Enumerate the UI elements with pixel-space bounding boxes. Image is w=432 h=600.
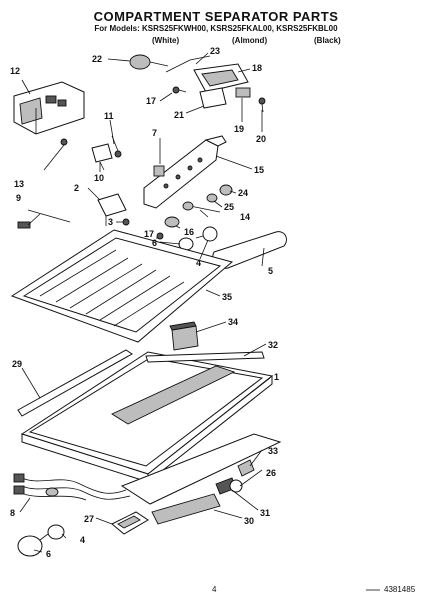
document-number: 4381485 — [384, 585, 416, 594]
callout-21: 21 — [174, 110, 185, 120]
part-17-screw-mid — [156, 232, 164, 240]
callout-20: 20 — [256, 134, 267, 144]
callout-27: 27 — [84, 514, 95, 524]
part-20-screw — [258, 97, 266, 113]
callout-24: 24 — [238, 188, 249, 198]
callout-12: 12 — [10, 66, 21, 76]
part-35-drip-tray — [10, 229, 234, 343]
callout-23: 23 — [210, 46, 221, 56]
callout-5: 5 — [268, 266, 274, 276]
part-33-clip — [237, 459, 255, 477]
callout-25: 25 — [224, 202, 235, 212]
callout-6-bottom: 6 — [46, 549, 52, 559]
part-22-bulb — [129, 54, 169, 70]
variant-black: (Black) — [314, 36, 341, 45]
part-6-bulb-bottom — [17, 535, 43, 557]
callout-26: 26 — [266, 468, 277, 478]
callout-10: 10 — [94, 173, 105, 183]
part-14-shaft — [182, 201, 221, 213]
callout-30: 30 — [244, 516, 255, 526]
part-32-strip — [145, 351, 265, 363]
diagram-title: COMPARTMENT SEPARATOR PARTS — [93, 9, 339, 24]
part-15-control-strip — [143, 135, 227, 209]
callout-7: 7 — [152, 128, 158, 138]
callout-34: 34 — [228, 317, 239, 327]
part-4-bulb-mid — [195, 226, 218, 242]
callout-6-mid: 6 — [152, 238, 158, 248]
part-27-socket — [111, 511, 149, 535]
part-24-knob — [219, 184, 233, 196]
callout-32: 32 — [268, 340, 279, 350]
part-3-screw — [116, 218, 130, 226]
callout-9: 9 — [16, 193, 22, 203]
callout-19: 19 — [234, 124, 245, 134]
callout-29: 29 — [12, 359, 23, 369]
callout-33: 33 — [268, 446, 279, 456]
callout-4-mid: 4 — [196, 258, 202, 268]
callout-2: 2 — [74, 183, 80, 193]
part-13-screw — [43, 138, 68, 171]
part-17-screw-top — [172, 86, 187, 94]
part-19-insert — [235, 87, 251, 98]
callout-31: 31 — [260, 508, 271, 518]
part-12-control-box — [13, 81, 85, 135]
part-26-bulb — [229, 479, 243, 493]
page-number: 4 — [212, 585, 217, 594]
part-30-bottom-pan — [120, 433, 282, 525]
callout-4-bottom: 4 — [80, 535, 86, 545]
part-4-bulb-bottom — [39, 524, 65, 541]
callout-1: 1 — [274, 372, 280, 382]
callout-16: 16 — [184, 227, 195, 237]
callout-11: 11 — [104, 111, 114, 121]
leader-lines — [19, 52, 271, 553]
part-8-wire-harness — [13, 473, 131, 501]
part-7-clip — [153, 165, 165, 177]
callout-3: 3 — [108, 217, 114, 227]
part-34-block — [169, 321, 199, 351]
variant-almond: (Almond) — [232, 36, 268, 45]
part-2-bracket — [97, 193, 127, 226]
part-21-housing — [193, 63, 249, 109]
part-10-switch — [91, 143, 113, 171]
callout-14: 14 — [240, 212, 251, 222]
part-29-strip — [17, 349, 133, 417]
model-list: For Models: KSRS25FKWH00, KSRS25FKAL00, … — [94, 24, 338, 33]
part-25-knob — [206, 193, 218, 203]
callout-8: 8 — [10, 508, 16, 518]
part-1-separator-frame — [20, 351, 274, 484]
callout-18: 18 — [252, 63, 263, 73]
callout-35: 35 — [222, 292, 233, 302]
callout-15: 15 — [254, 165, 265, 175]
part-16-knob — [164, 216, 180, 228]
variant-white: (White) — [152, 36, 180, 45]
callout-17-mid: 17 — [144, 229, 155, 239]
callout-22: 22 — [92, 54, 103, 64]
callout-17-top: 17 — [146, 96, 157, 106]
callout-13: 13 — [14, 179, 25, 189]
part-9-tie — [17, 209, 71, 229]
